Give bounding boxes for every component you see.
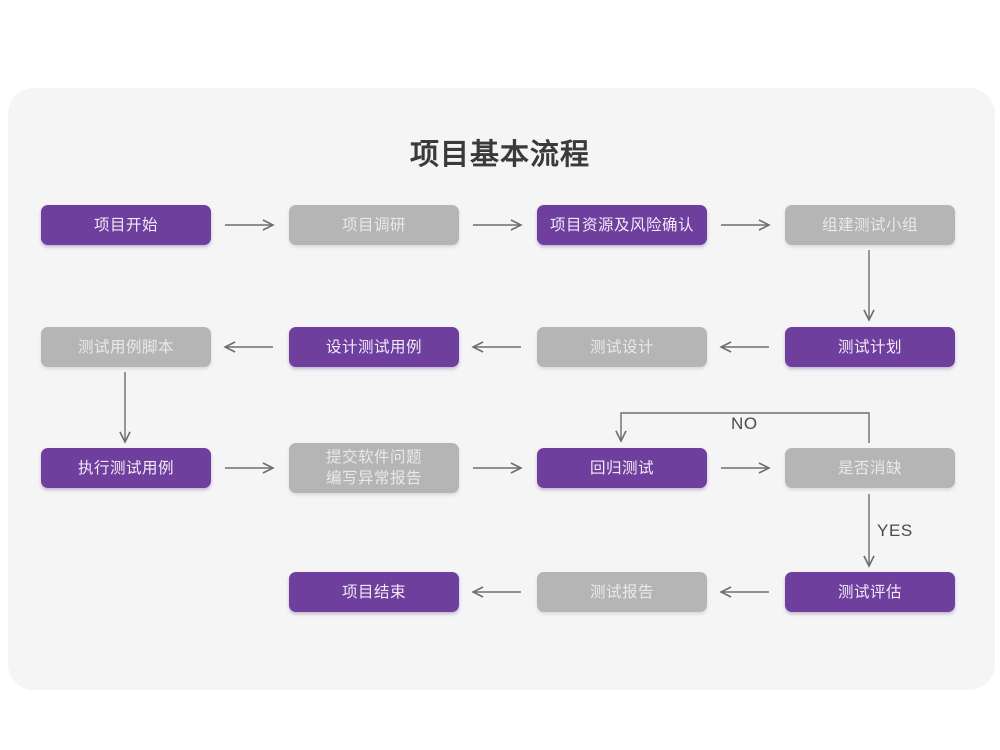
node-resource-risk-confirm[interactable]: 项目资源及风险确认: [537, 205, 707, 245]
node-test-evaluation[interactable]: 测试评估: [785, 572, 955, 612]
node-test-plan[interactable]: 测试计划: [785, 327, 955, 367]
node-project-start[interactable]: 项目开始: [41, 205, 211, 245]
page-title: 项目基本流程: [409, 139, 590, 171]
node-submit-issue-report[interactable]: 提交软件问题 编写异常报告: [289, 443, 459, 493]
node-test-design[interactable]: 测试设计: [537, 327, 707, 367]
arrow-no-loop: [621, 412, 870, 443]
node-design-test-case[interactable]: 设计测试用例: [289, 327, 459, 367]
connector-label-no: NO: [731, 414, 758, 433]
connector-label-yes: YES: [877, 521, 913, 540]
node-project-end[interactable]: 项目结束: [289, 572, 459, 612]
node-test-case-script[interactable]: 测试用例脚本: [41, 327, 211, 367]
node-execute-test-case[interactable]: 执行测试用例: [41, 448, 211, 488]
node-defect-resolved-decision[interactable]: 是否消缺: [785, 448, 955, 488]
node-regression-test[interactable]: 回归测试: [537, 448, 707, 488]
node-test-report[interactable]: 测试报告: [537, 572, 707, 612]
node-project-research[interactable]: 项目调研: [289, 205, 459, 245]
node-build-test-team[interactable]: 组建测试小组: [785, 205, 955, 245]
